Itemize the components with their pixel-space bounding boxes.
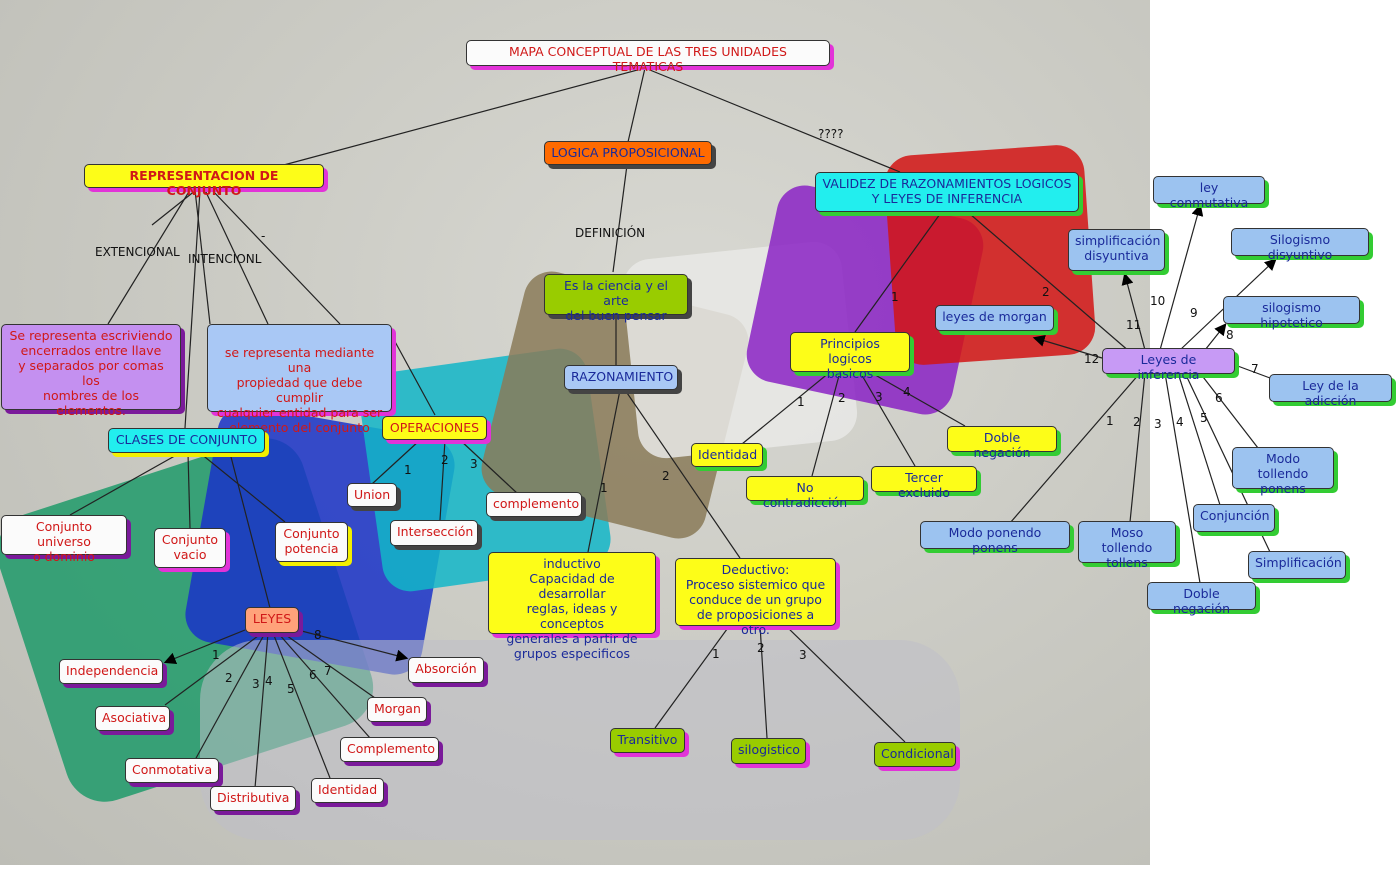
link-number: 2 xyxy=(662,469,670,483)
node-independencia[interactable]: Independencia xyxy=(59,659,163,684)
link-number: 3 xyxy=(875,390,883,404)
node-conmotativa[interactable]: Conmotativa xyxy=(125,758,219,783)
node-doble-negacion-principios[interactable]: Doble negación xyxy=(947,426,1057,460)
link-number: 2 xyxy=(1133,415,1141,429)
node-absorcion[interactable]: Absorción xyxy=(408,657,484,683)
node-ciencia-definicion[interactable]: Es la ciencia y el arte del buen pensar xyxy=(544,274,688,323)
node-intencional-description[interactable]: se representa mediante una propiedad que… xyxy=(207,324,392,435)
node-union[interactable]: Union xyxy=(347,483,397,507)
link-number: 1 xyxy=(712,647,720,661)
node-silogismo-hipotetico[interactable]: silogismo hipotetico xyxy=(1223,296,1360,330)
node-silogismo-disyuntivo[interactable]: Silogismo disyuntivo xyxy=(1231,228,1369,262)
node-modo-tollendo-ponens[interactable]: Modo tollendo ponens xyxy=(1232,447,1334,496)
link-number: 1 xyxy=(600,481,608,495)
node-razonamiento[interactable]: RAZONAMIENTO xyxy=(564,365,678,390)
node-complemento-leyes[interactable]: Complemento xyxy=(340,737,439,762)
node-extensional-description[interactable]: Se representa escriviendo encerrados ent… xyxy=(1,324,181,418)
link-number: 8 xyxy=(314,628,322,642)
link-label-extencional: EXTENCIONAL xyxy=(95,245,180,259)
link-number: 2 xyxy=(441,453,449,467)
node-no-contradiccion[interactable]: No contradicción xyxy=(746,476,864,510)
link-number: 7 xyxy=(324,664,332,678)
node-condicional[interactable]: Condicional xyxy=(874,742,956,767)
node-conjunto-potencia[interactable]: Conjunto potencia xyxy=(275,522,348,562)
link-number: 1 xyxy=(797,395,805,409)
node-moso-tollendo-tollens[interactable]: Moso tollendo tollens xyxy=(1078,521,1176,570)
link-number: 8 xyxy=(1226,328,1234,342)
node-deductivo[interactable]: Deductivo: Proceso sistemico que conduce… xyxy=(675,558,836,637)
link-number: 4 xyxy=(265,674,273,688)
link-number: 10 xyxy=(1150,294,1166,308)
node-interseccion[interactable]: Intersección xyxy=(390,520,478,546)
node-ley-de-la-adiccion[interactable]: Ley de la adicción xyxy=(1269,374,1392,408)
node-principios-logicos[interactable]: Principios logicos basicos xyxy=(790,332,910,381)
node-validez-razonamientos[interactable]: VALIDEZ DE RAZONAMIENTOS LOGICOS Y LEYES… xyxy=(815,172,1079,212)
link-number: 4 xyxy=(1176,415,1184,429)
link-number: 6 xyxy=(309,668,317,682)
node-tercer-excluido[interactable]: Tercer excluido xyxy=(871,466,977,500)
link-number: 1 xyxy=(404,463,412,477)
link-label-question: ???? xyxy=(818,127,844,141)
link-number: 3 xyxy=(252,677,260,691)
node-simplificacion-disyuntiva[interactable]: simplificación disyuntiva xyxy=(1068,229,1165,271)
link-number: 5 xyxy=(1200,411,1208,425)
link-number: 1 xyxy=(1106,414,1114,428)
node-ley-conmutativa[interactable]: ley conmutativa xyxy=(1153,176,1265,210)
link-number: 5 xyxy=(287,682,295,696)
node-conjunto-universo[interactable]: Conjunto universo o dominio xyxy=(1,515,127,564)
node-identidad-leyes[interactable]: Identidad xyxy=(311,778,384,803)
link-number: 2 xyxy=(1042,285,1050,299)
node-inductivo[interactable]: inductivo Capacidad de desarrollar regla… xyxy=(488,552,656,661)
link-label-definicion: DEFINICIÓN xyxy=(575,226,646,240)
link-number: 1 xyxy=(212,648,220,662)
node-conjuncion[interactable]: Conjunción xyxy=(1193,504,1275,532)
node-clases-conjunto[interactable]: CLASES DE CONJUNTO xyxy=(108,428,265,453)
node-leyes-de-morgan[interactable]: leyes de morgan xyxy=(935,305,1054,331)
map-title[interactable]: MAPA CONCEPTUAL DE LAS TRES UNIDADES TEM… xyxy=(466,40,830,74)
node-modo-ponendo-ponens[interactable]: Modo ponendo ponens xyxy=(920,521,1070,555)
node-representacion-conjunto[interactable]: REPRESENTACION DE CONJUNTO xyxy=(84,164,324,198)
node-simplificacion[interactable]: Simplificación xyxy=(1248,551,1346,579)
node-identidad-principios[interactable]: Identidad xyxy=(691,443,763,467)
link-number: 6 xyxy=(1215,391,1223,405)
node-operaciones[interactable]: OPERACIONES xyxy=(382,416,487,440)
node-conjunto-vacio[interactable]: Conjunto vacio xyxy=(154,528,226,568)
node-silogistico[interactable]: silogistico xyxy=(731,738,806,764)
node-leyes-de-inferencia[interactable]: Leyes de inferencia xyxy=(1102,348,1235,382)
link-number: 2 xyxy=(757,641,765,655)
node-distributiva[interactable]: Distributiva xyxy=(210,786,296,811)
node-transitivo[interactable]: Transitivo xyxy=(610,728,685,753)
link-number: 1 xyxy=(891,290,899,304)
link-number: 12 xyxy=(1084,352,1100,366)
link-number: 2 xyxy=(838,391,846,405)
link-number: 3 xyxy=(799,648,807,662)
node-complemento-op[interactable]: complemento xyxy=(486,492,582,517)
link-label-intencional: INTENCIONL xyxy=(188,252,262,266)
dice-reflection xyxy=(200,640,960,840)
node-leyes[interactable]: LEYES xyxy=(245,607,299,633)
node-doble-negacion-inferencia[interactable]: Doble negación xyxy=(1147,582,1256,616)
link-number: 2 xyxy=(225,671,233,685)
link-number: 11 xyxy=(1126,318,1142,332)
link-label-dash: - xyxy=(261,229,266,243)
link-number: 3 xyxy=(1154,417,1162,431)
node-morgan[interactable]: Morgan xyxy=(367,697,427,722)
link-number: 9 xyxy=(1190,306,1198,320)
link-number: 3 xyxy=(470,457,478,471)
link-number: 4 xyxy=(903,385,911,399)
node-asociativa[interactable]: Asociativa xyxy=(95,706,170,731)
link-number: 7 xyxy=(1251,362,1259,376)
node-logica-proposicional[interactable]: LOGICA PROPOSICIONAL xyxy=(544,141,712,165)
